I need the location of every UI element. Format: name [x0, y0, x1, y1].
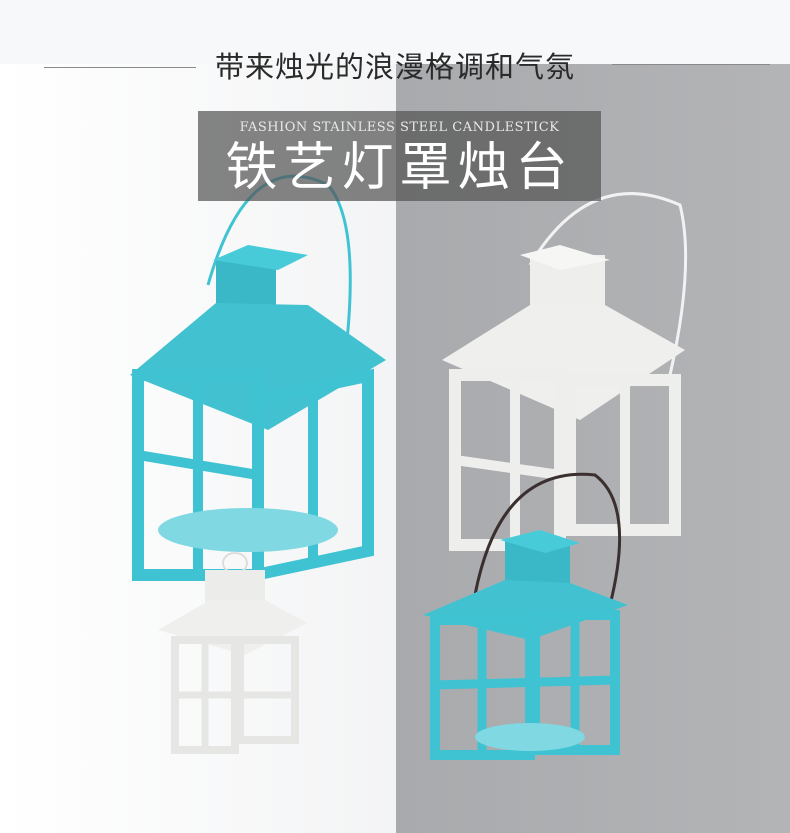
divider-left [44, 67, 196, 68]
banner-subtitle: FASHION STAINLESS STEEL CANDLESTICK [239, 120, 560, 135]
headline: 带来烛光的浪漫格调和气氛 [214, 50, 575, 84]
turquoise-lantern-large [130, 174, 386, 582]
title-banner: FASHION STAINLESS STEEL CANDLESTICK 铁艺灯罩… [198, 111, 601, 201]
white-lantern-large [442, 192, 688, 551]
divider-right [612, 64, 770, 65]
turquoise-lantern-small [423, 472, 628, 760]
white-lantern-small [158, 552, 307, 754]
banner-title: 铁艺灯罩烛台 [225, 138, 574, 198]
